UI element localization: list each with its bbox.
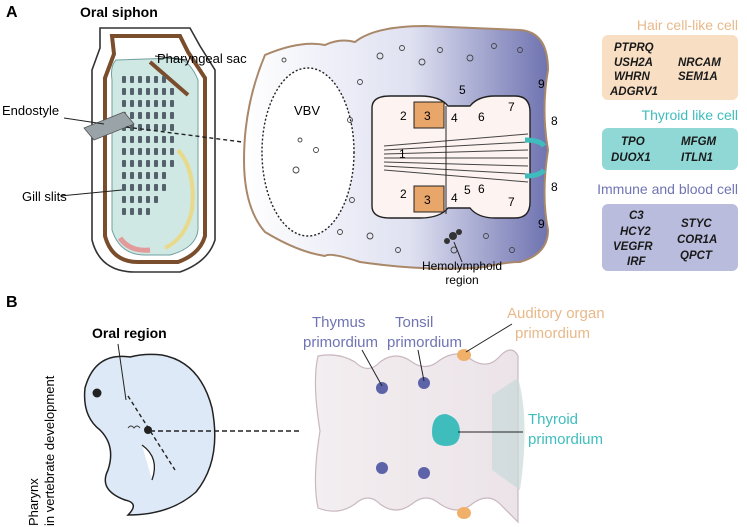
endostyle-cross-section — [242, 24, 550, 270]
legend-hair-cell: Hair cell-like cell PTPRQ USH2A NRCAM WH… — [602, 17, 738, 100]
immune-cell-title: Immune and blood cell — [597, 181, 738, 197]
pharynx-label-1: Pharynx — [26, 478, 41, 526]
gene-ptprq: PTPRQ — [614, 42, 654, 54]
hemolymphoid-label-2: region — [445, 273, 478, 287]
gene-duox1: DUOX1 — [611, 152, 651, 164]
endostyle-label: Endostyle — [2, 103, 59, 118]
gene-nrcam: NRCAM — [678, 57, 721, 69]
gene-c3: C3 — [629, 210, 644, 222]
thyroid-primordium-label-2: primordium — [528, 431, 603, 448]
hair-cell-title: Hair cell-like cell — [637, 17, 738, 33]
endostyle-plane — [83, 111, 135, 141]
gene-whrn: WHRN — [614, 71, 650, 83]
thymus-label-2: primordium — [303, 334, 378, 351]
tonsil-label-1: Tonsil — [395, 314, 433, 331]
gene-mfgm: MFGM — [681, 136, 717, 148]
zoom-connector-a — [125, 126, 243, 143]
gene-irf: IRF — [627, 256, 647, 268]
pharynx-schematic — [314, 349, 525, 524]
zone-5-top: 5 — [459, 83, 466, 97]
zone-7-bottom: 7 — [508, 195, 515, 209]
oral-siphon-label: Oral siphon — [80, 4, 158, 20]
gene-vegfr: VEGFR — [613, 241, 653, 253]
panel-a-letter: A — [6, 4, 18, 21]
hemolymphoid-label-1: Hemolymphoid — [422, 259, 502, 273]
gene-itln1: ITLN1 — [681, 152, 713, 164]
zone-8-top: 8 — [551, 114, 558, 128]
gene-ush2a: USH2A — [614, 57, 653, 69]
gene-cor1a: COR1A — [677, 234, 717, 246]
oral-region-label: Oral region — [92, 325, 167, 341]
zone-8-bottom: 8 — [551, 180, 558, 194]
gene-qpct: QPCT — [680, 250, 713, 262]
thyroid-cell-title: Thyroid like cell — [642, 107, 738, 123]
zone-2-bottom: 2 — [400, 187, 407, 201]
zone-7-top: 7 — [508, 100, 515, 114]
zone-6-bottom: 6 — [478, 182, 485, 196]
zone-labels: 1 2 3 4 5 6 7 8 9 2 3 4 5 6 7 8 9 — [399, 77, 558, 231]
gene-tpo: TPO — [621, 136, 645, 148]
gene-hcy2: HCY2 — [620, 226, 651, 238]
legend-immune-cell: Immune and blood cell C3 HCY2 STYC VEGFR… — [597, 181, 738, 271]
gill-slits-label: Gill slits — [22, 189, 67, 204]
embryo-illustration — [83, 343, 216, 516]
thyroid-cell-box — [602, 128, 738, 170]
vbv-label: VBV — [294, 103, 320, 118]
zone-2-top: 2 — [400, 109, 407, 123]
zone-6-top: 6 — [478, 110, 485, 124]
zone-9-top: 9 — [538, 77, 545, 91]
zone-3-top: 3 — [424, 109, 431, 123]
gene-styc: STYC — [681, 218, 712, 230]
panel-b-letter: B — [6, 294, 18, 311]
ascidian-illustration — [83, 27, 216, 273]
zone-3-bottom: 3 — [424, 193, 431, 207]
pharynx-label-2: in vertebrate development — [42, 375, 57, 526]
gene-sem1a: SEM1A — [678, 71, 718, 83]
zone-5-bottom: 5 — [464, 183, 471, 197]
legend-thyroid-cell: Thyroid like cell TPO MFGM DUOX1 ITLN1 — [602, 107, 738, 170]
zone-4-bottom: 4 — [451, 191, 458, 205]
auditory-label-2: primordium — [515, 325, 590, 342]
zone-4-top: 4 — [451, 111, 458, 125]
pharyngeal-sac-label: Pharyngeal sac — [157, 51, 247, 66]
immune-cell-box — [602, 204, 738, 271]
thymus-label-1: Thymus — [312, 314, 365, 331]
zone-1: 1 — [399, 147, 406, 161]
gill-slit-grid — [122, 76, 174, 215]
zone-9-bottom: 9 — [538, 217, 545, 231]
hair-cell-box — [602, 35, 738, 100]
auditory-label-1: Auditory organ — [507, 305, 605, 322]
thyroid-primordium-label-1: Thyroid — [528, 411, 578, 428]
gene-adgrv1: ADGRV1 — [609, 86, 658, 98]
tonsil-label-2: primordium — [387, 334, 462, 351]
